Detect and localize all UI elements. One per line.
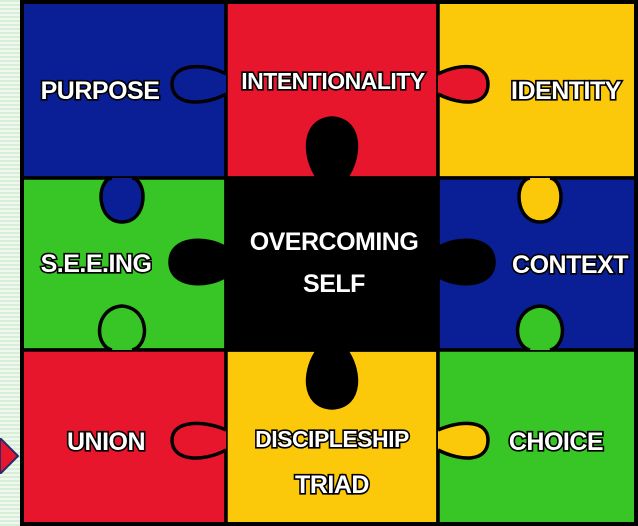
label-triad: TRIAD: [295, 471, 369, 499]
label-discipleship: DISCIPLESHIP: [255, 426, 409, 452]
label-identity: IDENTITY: [511, 77, 622, 105]
board-outline: [20, 0, 638, 526]
knob-purpose-intentionality: [170, 64, 227, 104]
knob-intentionality-identity: [437, 64, 490, 104]
piece-overcoming-self: [168, 116, 496, 410]
knob-purpose-seeing: [99, 176, 145, 224]
label-overcoming: OVERCOMING: [250, 228, 419, 256]
label-self: SELF: [303, 270, 365, 298]
label-context: CONTEXT: [512, 251, 628, 279]
label-seeing: S.E.E.ING: [41, 250, 152, 278]
knob-choice-context: [515, 304, 565, 352]
knob-union-discipleship: [170, 421, 227, 460]
diamond-arrow-icon: [0, 438, 20, 474]
side-strip: [0, 0, 22, 526]
label-union: UNION: [67, 428, 145, 456]
label-choice: CHOICE: [509, 428, 603, 456]
knob-identity-context: [517, 176, 563, 224]
label-intentionality: INTENTIONALITY: [241, 68, 425, 94]
knob-discipleship-choice: [437, 421, 490, 460]
knob-seeing-union: [97, 304, 147, 352]
label-purpose: PURPOSE: [41, 77, 160, 105]
